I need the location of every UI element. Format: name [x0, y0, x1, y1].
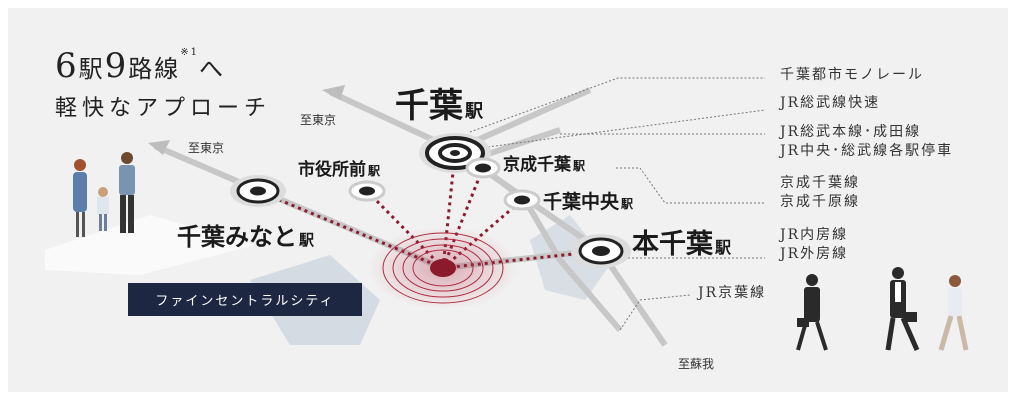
commuters-illustration: [796, 267, 969, 352]
station-label-hon-chiba[interactable]: 本千葉駅: [632, 222, 731, 261]
line-label-monorail: 千葉都市モノレール: [780, 67, 924, 83]
station-label-chiba-minato[interactable]: 千葉みなと駅: [177, 217, 314, 252]
line-label-uchibo: JR内房線: [780, 227, 849, 243]
station-name: 京成千葉: [503, 155, 571, 175]
access-lines: [257, 152, 602, 270]
line-label-sobu-main: JR総武本線･成田線: [780, 124, 922, 140]
station-name: 千葉: [395, 86, 463, 126]
station-suffix: 駅: [573, 159, 586, 173]
property-label[interactable]: ファインセントラルシティ: [128, 283, 362, 316]
station-marker-keisei-chiba[interactable]: [465, 157, 501, 179]
headline-to: へ: [199, 55, 226, 83]
station-marker-shiyakushomae[interactable]: [348, 180, 386, 202]
station-name: 千葉中央: [543, 191, 620, 213]
direction-to-tokyo: 至東京: [300, 113, 337, 127]
water-area-2: [530, 215, 610, 300]
station-name: 市役所前: [298, 160, 366, 180]
line-label-keiyo: JR京葉線: [698, 285, 767, 301]
headline: 6駅9路線※1へ: [55, 46, 225, 86]
station-name: 本千葉: [632, 229, 713, 260]
line-label-sotobo: JR外房線: [780, 246, 849, 262]
direction-to-tokyo: 至東京: [188, 141, 225, 155]
station-marker-chiba-chuo[interactable]: [503, 189, 541, 211]
property-marker[interactable]: [368, 226, 518, 310]
station-word: 駅: [78, 55, 105, 83]
line-label-sobu-rapid: JR総武線快速: [780, 95, 881, 111]
station-count: 6: [55, 46, 79, 86]
headline-subtitle: 軽快なアプローチ: [55, 96, 272, 121]
line-label-keisei-chihara: 京成千原線: [780, 194, 860, 210]
station-label-shiyakushomae[interactable]: 市役所前駅: [298, 155, 380, 180]
line-label-keisei-chiba: 京成千葉線: [780, 175, 860, 191]
line-label-chuo-sobu: JR中央･総武線各駅停車: [780, 143, 954, 159]
leader-lines: [469, 77, 766, 331]
arrow-to-tokyo-2: [148, 140, 170, 155]
station-marker-chiba-minato[interactable]: [230, 175, 286, 207]
family-illustration: [73, 152, 135, 237]
station-suffix: 駅: [368, 164, 381, 178]
line-count: 9: [104, 46, 129, 86]
station-suffix: 駅: [299, 231, 315, 249]
station-suffix: 駅: [621, 197, 634, 211]
footnote-mark: ※1: [180, 47, 200, 58]
station-marker-hon-chiba[interactable]: [571, 234, 631, 268]
family-platform: [45, 215, 255, 275]
arrow-to-tokyo-1: [322, 85, 345, 100]
station-label-chiba-chuo[interactable]: 千葉中央駅: [543, 187, 633, 214]
station-suffix: 駅: [465, 101, 483, 122]
station-label-keisei-chiba[interactable]: 京成千葉駅: [503, 150, 585, 175]
line-word: 路線: [128, 55, 181, 83]
station-suffix: 駅: [715, 238, 732, 257]
direction-to-soga: 至蘇我: [678, 357, 715, 371]
station-name: 千葉みなと: [177, 223, 297, 251]
station-label-chiba[interactable]: 千葉駅: [395, 78, 483, 127]
